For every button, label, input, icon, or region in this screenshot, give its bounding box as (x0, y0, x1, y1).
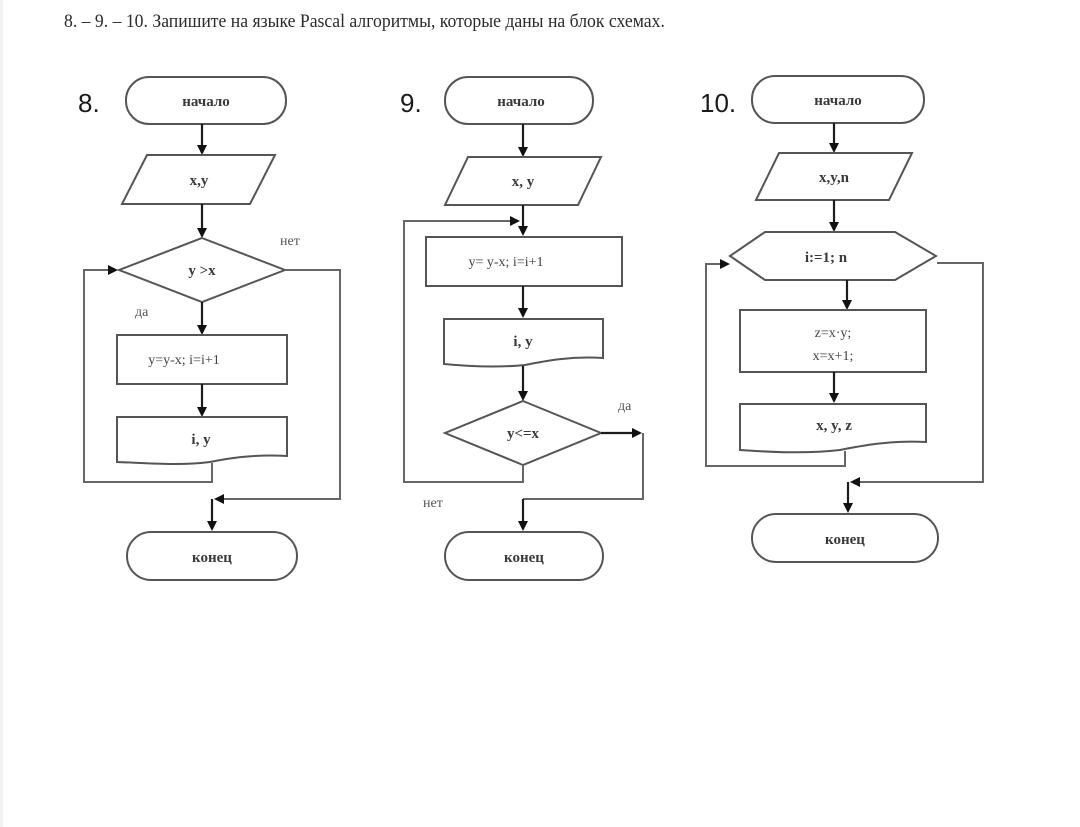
start-label: начало (182, 94, 230, 110)
output-document (116, 416, 288, 466)
output-label: x, y, z (816, 418, 852, 434)
start-terminator (444, 76, 594, 125)
output-label: i, y (191, 432, 211, 448)
input-label: x,y (190, 173, 209, 189)
input-label: x, y (512, 174, 535, 190)
input-parallelogram (120, 154, 277, 205)
end-label: конец (825, 532, 865, 548)
exit-line (850, 262, 984, 487)
loop-back-line (83, 265, 213, 483)
process-block (739, 309, 927, 373)
input-parallelogram (754, 152, 914, 201)
branch-no-label: нет (423, 496, 443, 511)
end-terminator (444, 531, 604, 581)
loop-hexagon (728, 231, 938, 281)
start-label: начало (497, 94, 545, 110)
process-label-line1: z=x·y; (815, 326, 852, 341)
loop-label: i:=1; n (805, 250, 848, 266)
branch-yes-label: да (618, 399, 632, 414)
loop-back-line (705, 259, 846, 467)
end-label: конец (192, 550, 232, 566)
condition-label: y<=x (507, 426, 540, 442)
end-terminator (126, 531, 298, 581)
output-document (739, 403, 927, 454)
process-label: y= y-x; i=i+1 (468, 255, 543, 270)
condition-label: y >x (188, 263, 216, 279)
start-terminator (751, 75, 925, 124)
process-label-line2: x=x+1; (813, 349, 854, 364)
flowchart-10: 10. начало x,y,n i:=1; n z=x·y; x=x+1; x… (700, 75, 984, 563)
branch-no-label: нет (280, 234, 300, 249)
process-block (425, 236, 623, 287)
start-terminator (125, 76, 287, 125)
loop-back-line (403, 216, 524, 483)
output-document (443, 318, 604, 368)
exit-line (214, 269, 341, 504)
flowchart-number: 9. (400, 88, 422, 118)
flowchart-number: 10. (700, 88, 736, 118)
output-label: i, y (513, 334, 533, 350)
flowchart-8: 8. начало x,y y >x нет да y=y-x; i=i+1 i… (78, 76, 341, 581)
flowchart-9: 9. начало x, y y= y-x; i=i+1 i, y y<=x д… (400, 76, 644, 581)
end-terminator (751, 513, 939, 563)
start-label: начало (814, 93, 862, 109)
input-label: x,y,n (819, 170, 850, 186)
branch-yes-label: да (135, 305, 149, 320)
end-label: конец (504, 550, 544, 566)
input-parallelogram (443, 156, 603, 206)
flowchart-number: 8. (78, 88, 100, 118)
process-label: y=y-x; i=i+1 (148, 353, 220, 368)
page-edge (0, 0, 3, 827)
page-title: 8. – 9. – 10. Запишите на языке Pascal а… (64, 11, 665, 32)
exit-line (523, 433, 644, 500)
